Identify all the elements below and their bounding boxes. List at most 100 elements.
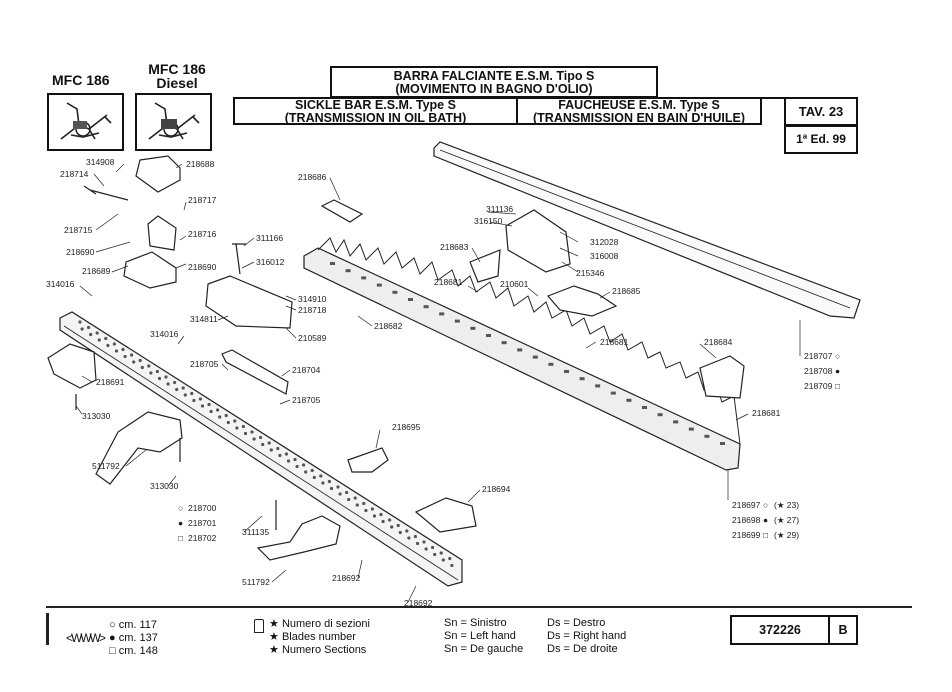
- knife-rivet: [657, 413, 663, 417]
- part-number-label: 218701: [188, 518, 217, 528]
- part-number-label: 218681: [434, 277, 463, 287]
- bar-hole: [424, 547, 428, 551]
- part-number-label: 218716: [188, 229, 217, 239]
- part-number-label: 218689: [82, 266, 111, 276]
- bar-hole: [441, 558, 445, 562]
- part-number-label: 313030: [150, 481, 179, 491]
- sections-count-label: (★ 27): [774, 515, 799, 525]
- part-callout-311135: 311135: [242, 527, 269, 537]
- bar-hole: [106, 343, 110, 348]
- bar-hole: [405, 529, 409, 533]
- bar-hole: [364, 508, 368, 513]
- star-legend-fr: ★ Numero Sections: [269, 643, 366, 656]
- bar-hole: [284, 452, 288, 456]
- star-icon: ★: [269, 631, 279, 643]
- mower-machine-diesel-icon: [148, 102, 200, 140]
- part-number-label: 313030: [82, 411, 111, 421]
- bar-hole: [388, 518, 392, 522]
- bar-hole: [218, 415, 222, 419]
- bar-hole: [422, 540, 426, 544]
- size-148: □ cm. 148: [109, 645, 158, 657]
- knife-rivet: [345, 269, 351, 273]
- part-callout-218681: 218681: [434, 277, 463, 287]
- ds-legend-en: Ds = Right hand: [547, 630, 627, 642]
- knife-rivet: [486, 334, 491, 337]
- bar-hole: [243, 431, 248, 436]
- part-callout-218708: 218708●: [804, 366, 840, 376]
- part-callout-218718: 218718: [298, 305, 327, 315]
- bar-hole: [112, 342, 116, 346]
- bar-holes: [78, 262, 725, 568]
- sn-legend-it: Sn = Sinistro: [444, 617, 507, 629]
- part-callout-218704: 218704: [292, 365, 321, 375]
- mower-machine-icon: [60, 102, 112, 140]
- sections-count-label: (★ 29): [774, 530, 799, 540]
- knife-rivet: [579, 377, 585, 381]
- bar-hole: [157, 376, 162, 381]
- part-number-label: 218692: [332, 573, 361, 583]
- part-callout-316012: 316012: [256, 257, 285, 267]
- size-148-label: cm. 148: [118, 645, 158, 657]
- knife-rivet: [626, 398, 632, 402]
- knife-rivet: [610, 391, 616, 395]
- bar-hole: [209, 409, 213, 414]
- bar-hole: [396, 523, 400, 528]
- bar-hole: [121, 347, 125, 352]
- part-callout-218699: 218699□(★ 29): [732, 530, 799, 540]
- bar-hole: [336, 485, 340, 489]
- bar-hole: [329, 486, 334, 491]
- knife-rivet: [548, 362, 554, 366]
- bar-hole: [252, 437, 256, 441]
- bar-hole: [89, 332, 93, 337]
- bar-hole: [80, 327, 84, 331]
- part-callout-210589: 210589: [298, 333, 327, 343]
- bar-hole: [276, 446, 280, 451]
- size-137-label: cm. 137: [118, 632, 158, 644]
- part-callout-314910: 314910: [298, 294, 327, 304]
- machine-thumbnail-2: [135, 93, 212, 151]
- part-number-label: 218707: [804, 351, 833, 361]
- bar-hole: [278, 453, 282, 458]
- bar-hole: [327, 479, 331, 484]
- knife-rivet: [704, 434, 710, 438]
- part-callout-218681: 218681: [752, 408, 781, 418]
- bar-hole: [173, 380, 177, 385]
- bar-hole: [78, 320, 82, 324]
- bar-hole: [147, 364, 151, 368]
- bar-hole: [431, 545, 435, 550]
- part-callout-218702: □218702: [178, 533, 217, 543]
- knife-rivet: [688, 427, 694, 431]
- bar-hole: [321, 481, 325, 485]
- part-callout-316008: 316008: [590, 251, 619, 261]
- bar-hole: [95, 331, 99, 335]
- part-number-label: 210601: [500, 279, 529, 289]
- bar-hole: [448, 556, 452, 561]
- bar-hole: [415, 541, 420, 546]
- knife-rivet: [673, 420, 679, 424]
- part-callout-218715: 218715: [64, 225, 93, 235]
- part-number-label: 218699: [732, 530, 761, 540]
- part-callout-218684: 218684: [704, 337, 733, 347]
- part-number-label: 314811: [190, 314, 218, 324]
- part-number-label: 316012: [256, 257, 285, 267]
- size-marker-icon: □: [178, 533, 183, 543]
- part-number-label: 218704: [292, 365, 321, 375]
- part-number-label: 311135: [242, 527, 269, 537]
- part-number-label: 311166: [256, 233, 283, 243]
- title-french-line2: (TRANSMISSION EN BAIN D'HUILE): [533, 111, 745, 125]
- part-number-label: 311136: [486, 204, 513, 214]
- part-callout-218681: 218681: [600, 337, 629, 347]
- part-callout-218685: 218685: [612, 286, 641, 296]
- part-number-label: 312028: [590, 237, 619, 247]
- part-number-label: 218714: [60, 169, 89, 179]
- bar-hole: [207, 402, 211, 407]
- finger-bar: [59, 311, 463, 587]
- document-code-box: 372226: [730, 615, 830, 645]
- table-number-box: TAV. 23: [784, 97, 858, 126]
- part-number-label: 218697: [732, 500, 761, 510]
- part-number-label: 218683: [440, 242, 469, 252]
- knife-rivet: [532, 355, 538, 359]
- bar-hole: [190, 391, 194, 396]
- part-number-label: 314016: [46, 279, 75, 289]
- knife-rivet: [361, 276, 367, 280]
